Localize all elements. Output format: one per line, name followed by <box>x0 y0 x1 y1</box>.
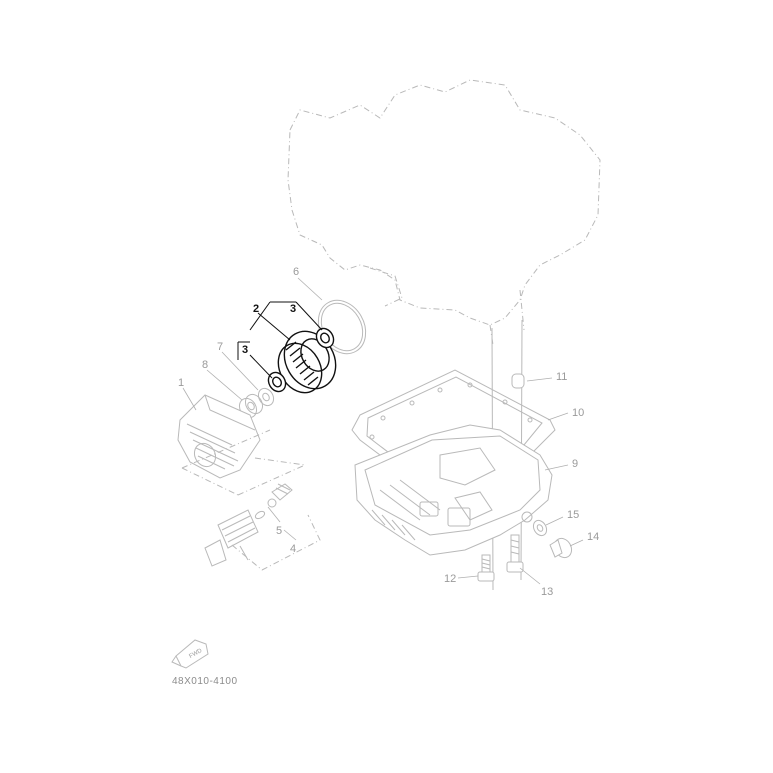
bolt-part-13 <box>506 534 524 573</box>
oil-pan-part-9 <box>354 424 553 556</box>
callout-labels: 1 2 3 3 4 5 6 7 8 9 10 11 12 13 14 15 <box>178 266 599 598</box>
bolt-part-12 <box>477 554 495 582</box>
callout-11: 11 <box>556 371 567 383</box>
callout-6: 6 <box>293 266 299 278</box>
callout-9: 9 <box>572 458 578 470</box>
callout-3b: 3 <box>242 344 248 356</box>
callout-3a: 3 <box>290 303 296 315</box>
callout-5: 5 <box>276 525 282 537</box>
engine-block-outline <box>287 79 601 346</box>
callout-13: 13 <box>541 586 553 598</box>
filter-group-frame <box>181 429 306 496</box>
gasket-washer-part-15 <box>532 519 548 537</box>
callout-15: 15 <box>567 509 579 521</box>
callout-8: 8 <box>202 359 208 371</box>
callout-7: 7 <box>217 341 223 353</box>
callout-1: 1 <box>178 377 184 389</box>
callout-12: 12 <box>444 573 456 585</box>
drain-plug-part-14 <box>549 537 573 559</box>
forward-direction-badge: FWD <box>171 639 209 669</box>
drawing-code: 48X010-4100 <box>172 676 238 687</box>
leader-lines <box>182 277 584 585</box>
oil-strainer-part-2 <box>267 327 337 394</box>
relief-valve-assembly-part-4 <box>204 483 321 571</box>
callout-10: 10 <box>572 407 584 419</box>
oil-filter-part-1 <box>177 394 261 479</box>
callout-14: 14 <box>587 531 599 543</box>
dowel-pin-part-11 <box>511 373 525 389</box>
callout-4: 4 <box>290 543 296 555</box>
callout-2: 2 <box>253 303 259 315</box>
washer-part-7 <box>257 387 275 407</box>
